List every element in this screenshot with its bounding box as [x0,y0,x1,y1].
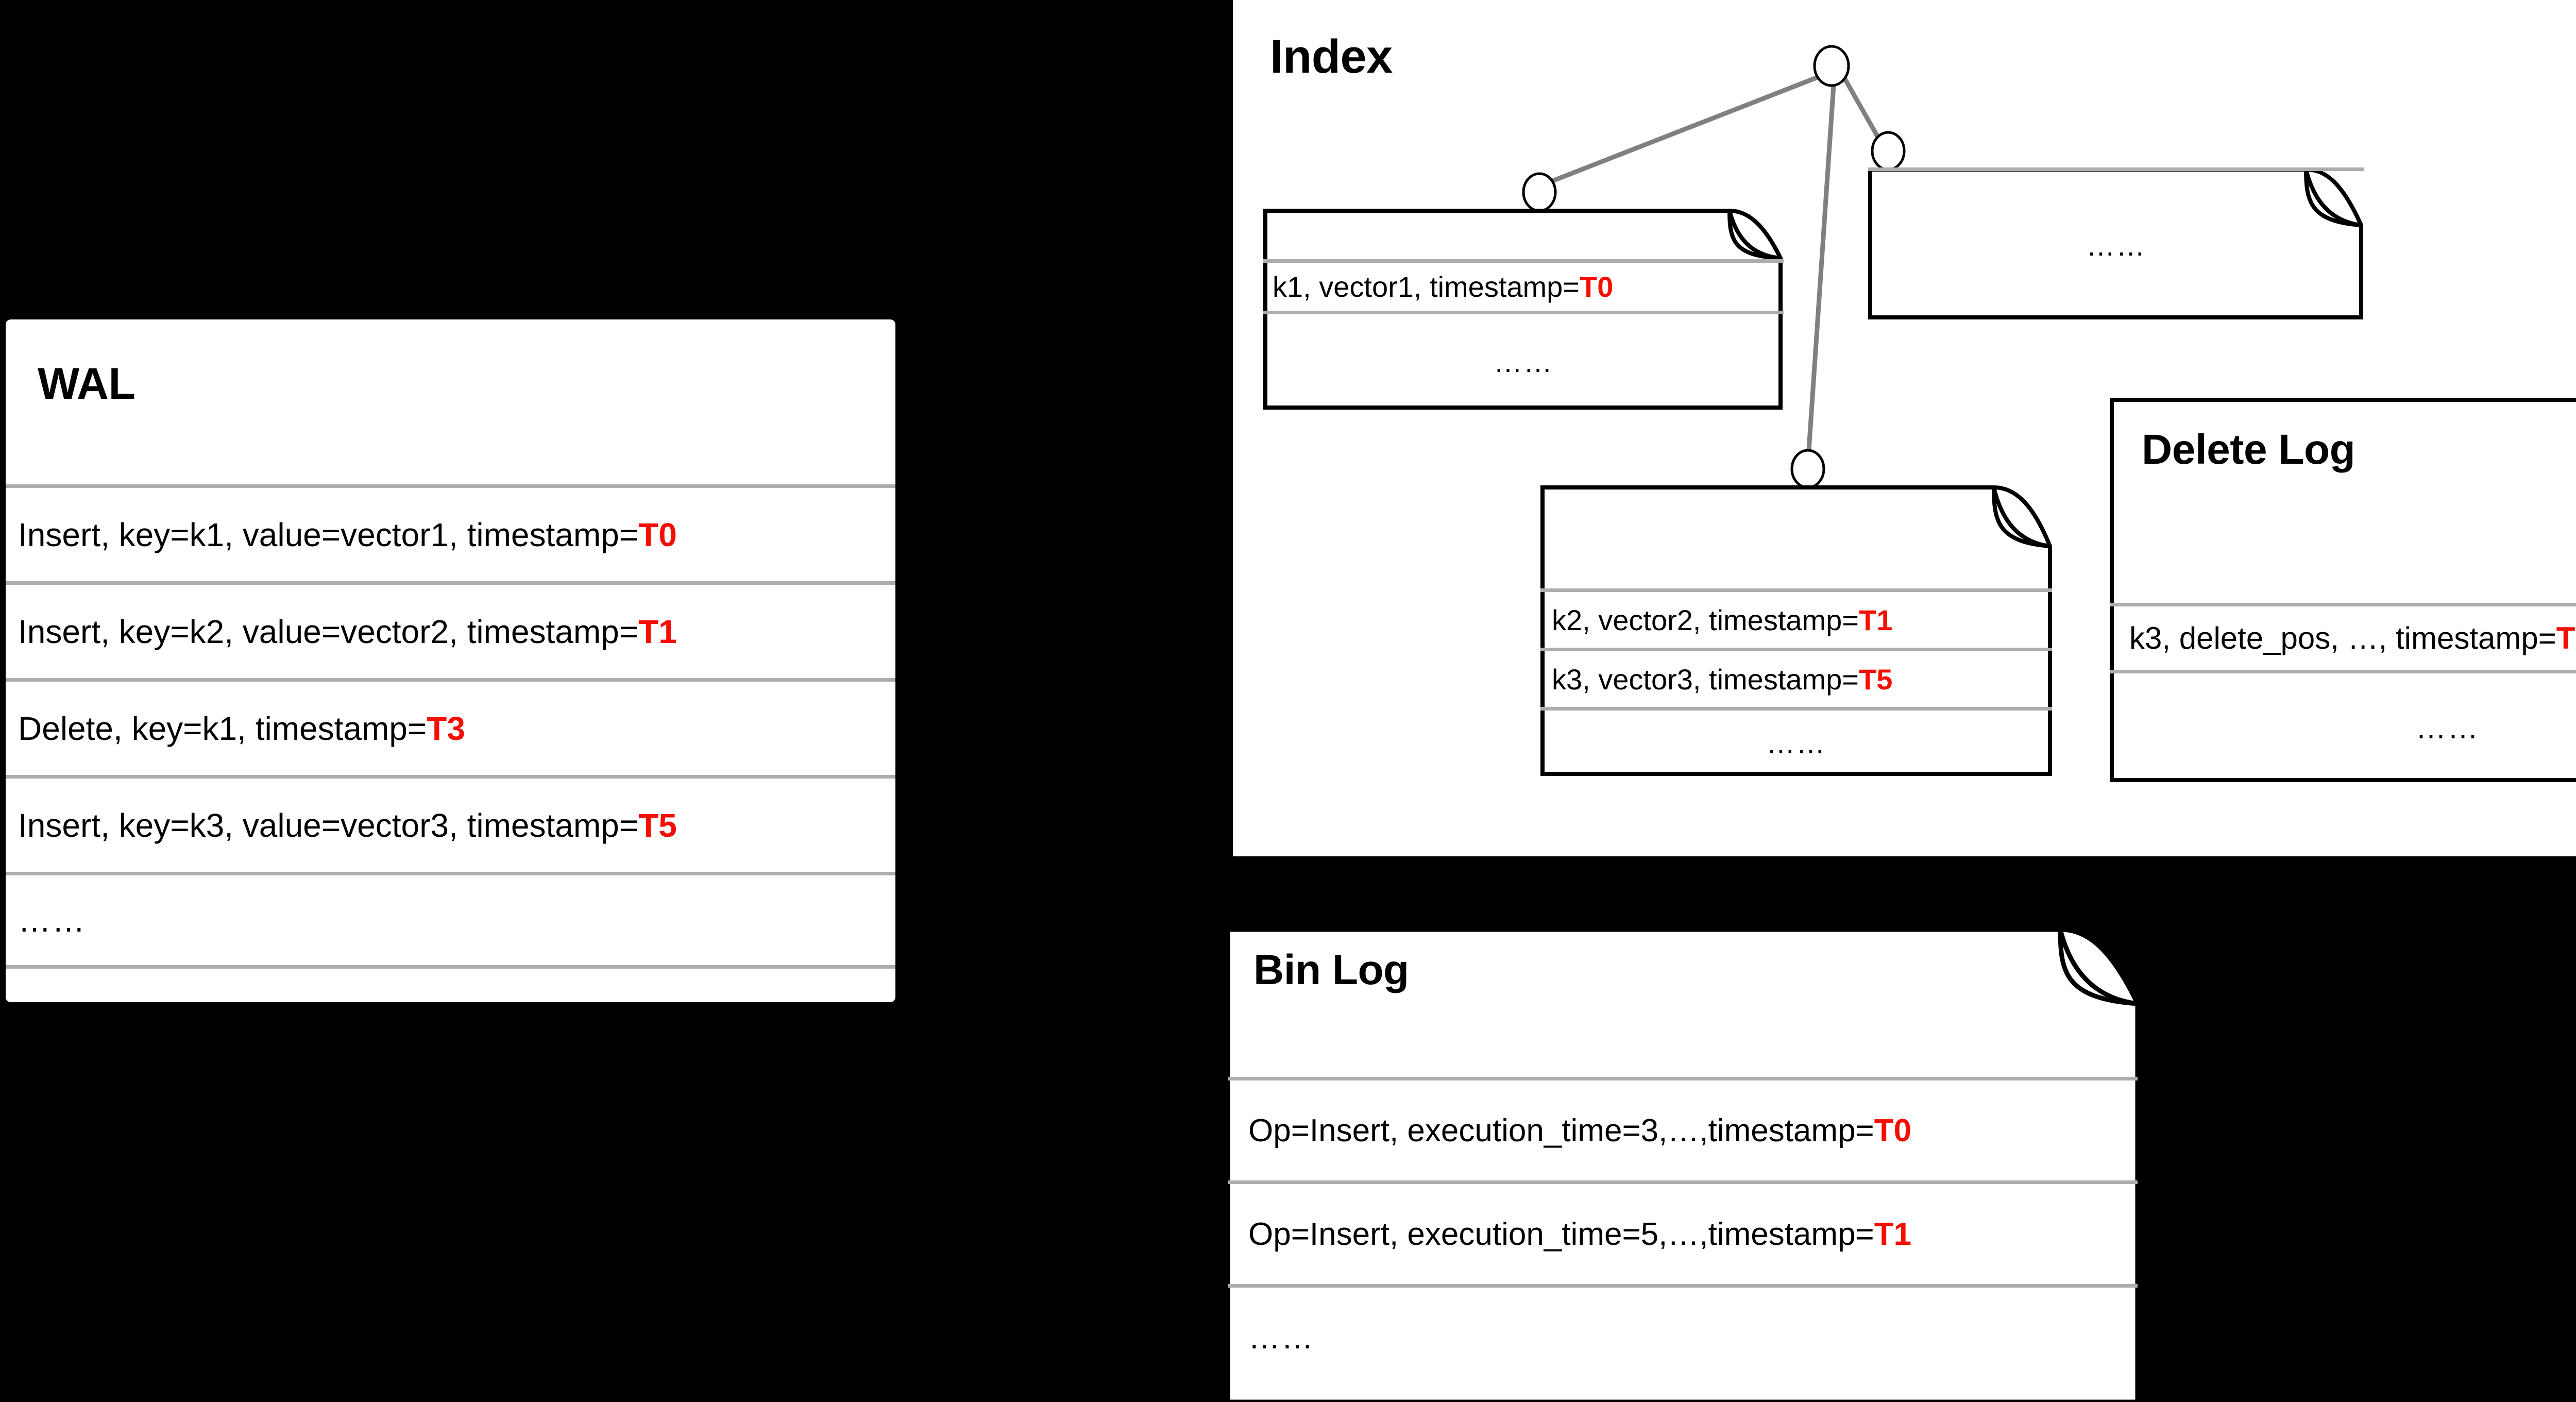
bin-log-row-text: Op=Insert, execution_time=3,…,timestamp= [1248,1112,1874,1148]
tree-node-root [1813,45,1850,87]
index-card-left-row-text: k1, vector1, timestamp= [1273,271,1580,303]
bin-log-row-ellipsis: …… [1248,1320,1314,1356]
wal-row-ellipsis: …… [18,902,86,939]
bin-log-row: …… [1228,1284,2138,1388]
wal-row-text: Insert, key=k3, value=vector3, timestamp… [18,806,639,844]
bin-log-row: Op=Insert, execution_time=3,…,timestamp=… [1228,1077,2138,1180]
wal-row: …… [6,872,895,969]
delete-log-row-ellipsis: …… [2415,711,2480,745]
wal-row-timestamp: T3 [427,710,465,747]
bin-log-panel: Bin Log Op=Insert, execution_time=3,…,ti… [1228,927,2219,1402]
tree-edge-root-child3 [1806,85,1836,450]
wal-row: Insert, key=k3, value=vector3, timestamp… [6,775,895,872]
delete-log-row-timestamp: T3 [2556,621,2576,655]
tree-node-child3 [1790,449,1825,489]
wal-panel: WAL Insert, key=k1, value=vector1, times… [6,319,895,1002]
index-card-right: …… [1868,167,2364,319]
tree-node-child2 [1871,131,1906,171]
index-card-mid-row-timestamp: T5 [1859,663,1893,696]
delete-log-row: …… [2110,670,2576,782]
wal-row-timestamp: T5 [638,806,677,844]
wal-row-timestamp: T1 [638,613,677,650]
index-card-mid-row-text: k3, vector3, timestamp= [1552,663,1859,696]
tree-edge-root-child2 [1841,75,1880,139]
index-card-mid-row-ellipsis: …… [1766,727,1826,759]
bin-log-row-timestamp: T0 [1874,1112,1912,1148]
index-card-left-row-timestamp: T0 [1580,271,1614,303]
bin-log-row-timestamp: T1 [1874,1216,1912,1252]
index-card-mid-row-text: k2, vector2, timestamp= [1552,603,1859,636]
bin-log-shape [1228,927,2140,1402]
index-card-left-row: k1, vector1, timestamp=T0 [1263,259,1784,311]
index-card-mid-row: k3, vector3, timestamp=T5 [1540,648,2052,707]
index-card-mid-shape [1540,485,2052,776]
delete-log-card: Delete Log k3, delete_pos, …, timestamp=… [2110,398,2576,782]
bin-log-title: Bin Log [1253,947,1409,993]
wal-row-text: Delete, key=k1, timestamp= [18,710,427,747]
wal-row: Insert, key=k2, value=vector2, timestamp… [6,581,895,678]
bin-log-row-text: Op=Insert, execution_time=5,…,timestamp= [1248,1216,1874,1252]
index-card-mid-row-timestamp: T1 [1859,603,1893,636]
tree-node-child1 [1522,172,1557,212]
delete-log-shape [2110,398,2576,782]
index-card-left-row: …… [1263,311,1784,410]
wal-row-timestamp: T0 [638,516,677,553]
index-card-left: k1, vector1, timestamp=T0 …… [1263,209,1784,410]
index-card-mid-row: …… [1540,707,2052,776]
wal-title: WAL [38,359,135,409]
wal-row: Insert, key=k1, value=vector1, timestamp… [6,484,895,581]
delete-log-row: k3, delete_pos, …, timestamp=T3 [2110,603,2576,670]
index-card-right-row-ellipsis: …… [2086,229,2146,262]
index-title: Index [1270,30,1393,83]
bin-log-row: Op=Insert, execution_time=5,…,timestamp=… [1228,1180,2138,1284]
index-card-mid-row: k2, vector2, timestamp=T1 [1540,588,2052,648]
wal-row: Delete, key=k1, timestamp=T3 [6,678,895,775]
delete-log-row-text: k3, delete_pos, …, timestamp= [2129,621,2556,655]
wal-row-text: Insert, key=k2, value=vector2, timestamp… [18,613,639,650]
tree-edge-root-child1 [1550,74,1821,184]
delete-log-title: Delete Log [2142,426,2355,473]
wal-row-text: Insert, key=k1, value=vector1, timestamp… [18,516,639,553]
index-card-left-row-ellipsis: …… [1494,346,1553,378]
index-card-mid: k2, vector2, timestamp=T1 k3, vector3, t… [1540,485,2052,776]
index-card-right-row: …… [1868,167,2364,319]
